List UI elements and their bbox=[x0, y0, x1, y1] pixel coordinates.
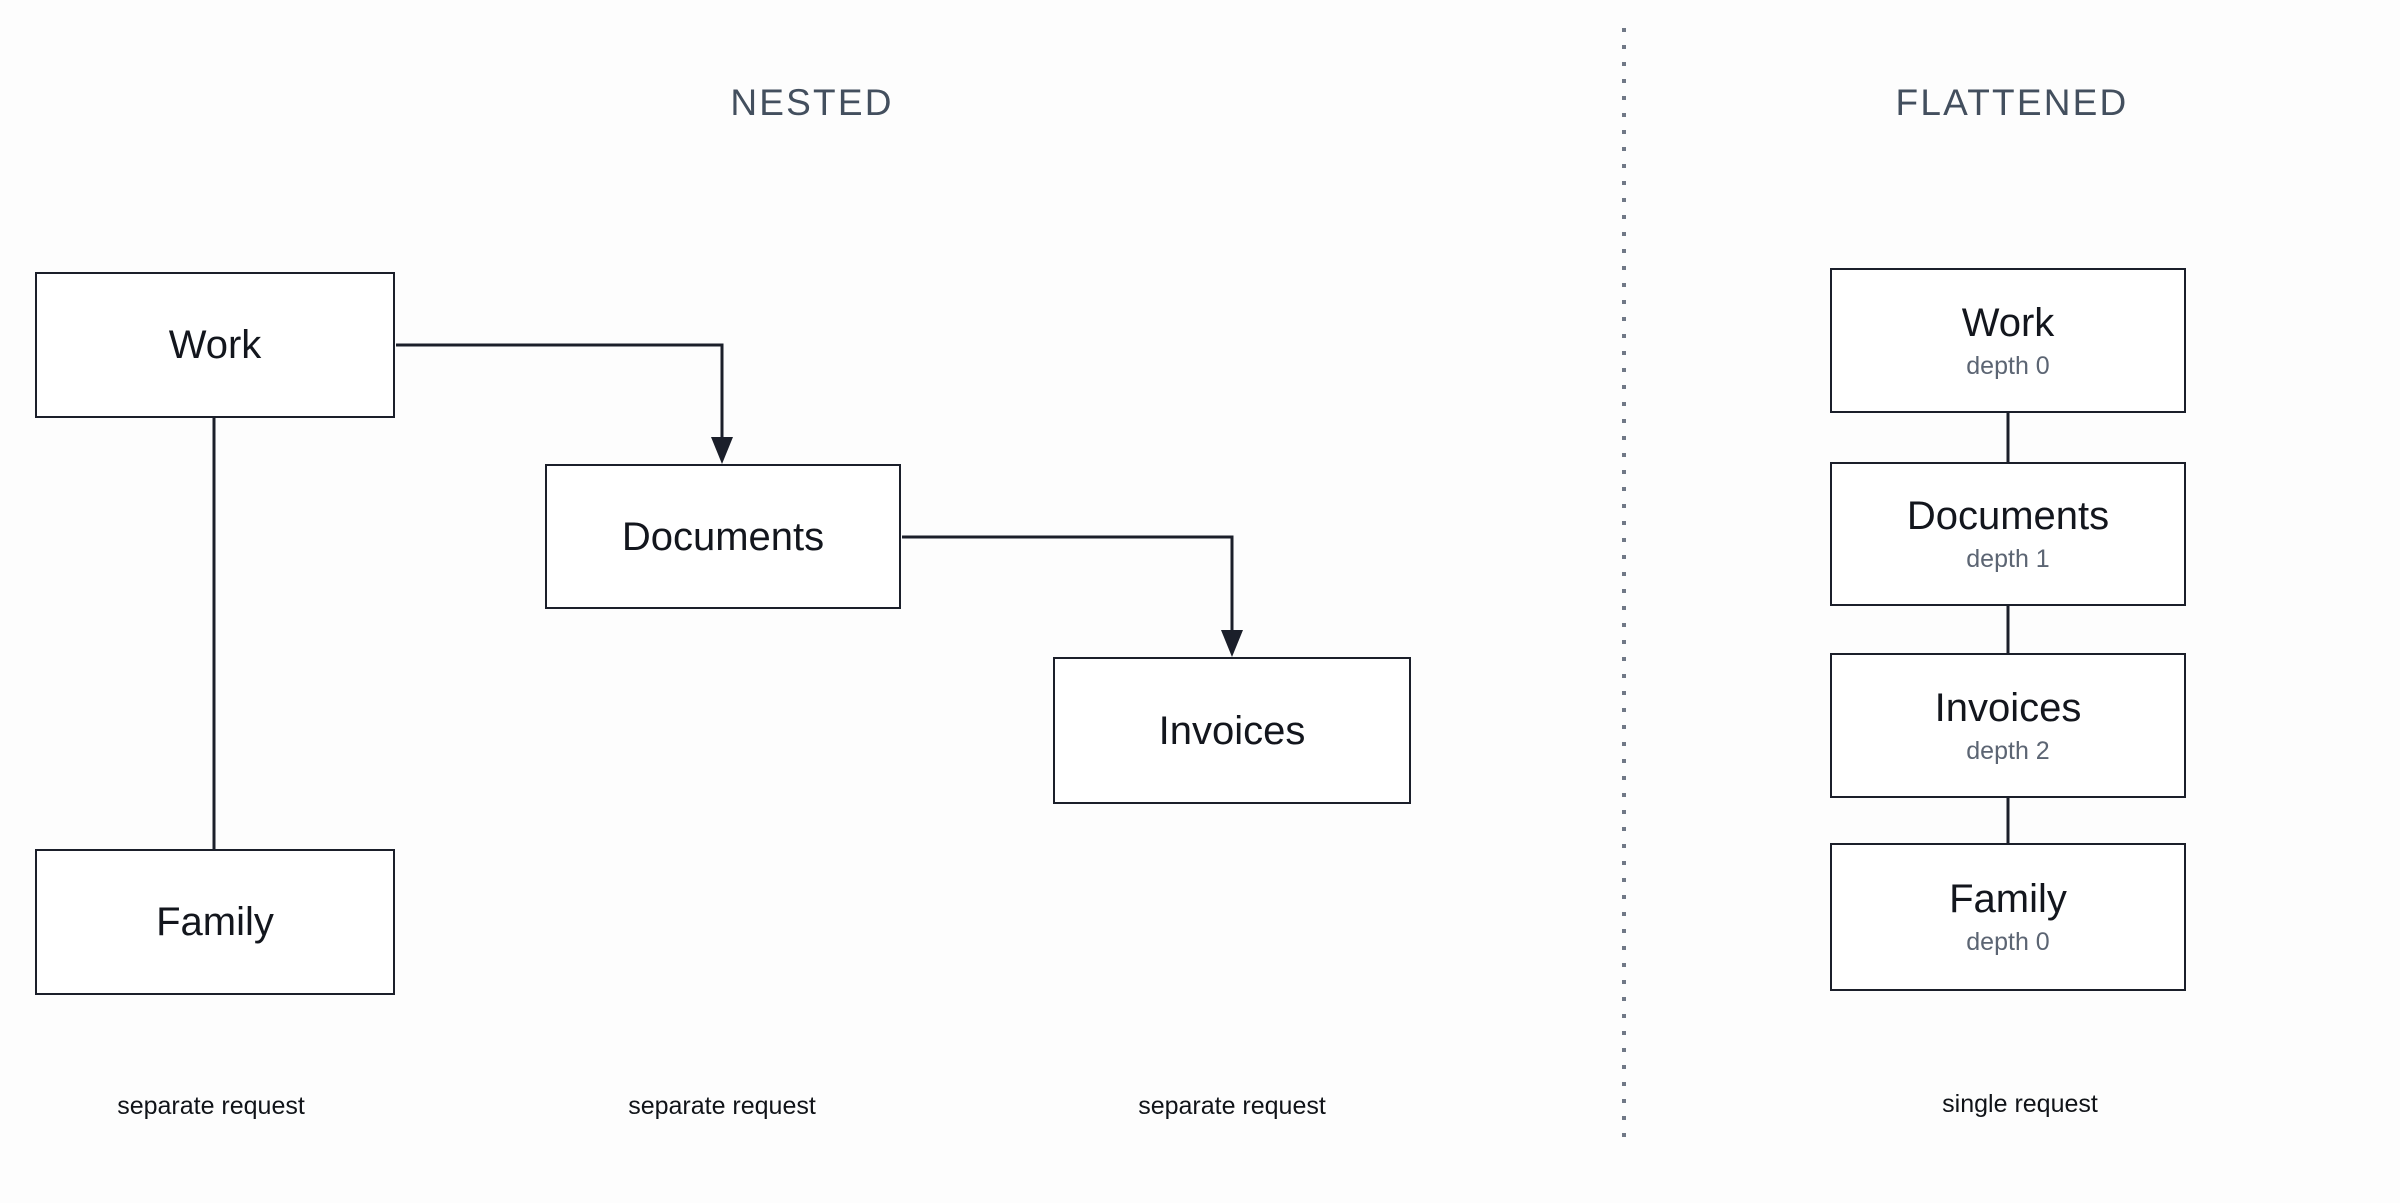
nested-section-title: NESTED bbox=[730, 82, 894, 123]
node-label: Family bbox=[1949, 877, 2067, 921]
caption-separate-request-work: separate request bbox=[117, 1092, 305, 1120]
node-depth-label: depth 0 bbox=[1966, 928, 2050, 956]
flattened-node-invoices[interactable]: Invoices depth 2 bbox=[1830, 653, 2186, 798]
node-label: Work bbox=[1961, 300, 2055, 345]
flattened-node-documents[interactable]: Documents depth 1 bbox=[1830, 462, 2186, 606]
caption-separate-request-invoices: separate request bbox=[1138, 1092, 1326, 1120]
flattened-section-title: FLATTENED bbox=[1895, 82, 2129, 123]
node-label: Documents bbox=[621, 514, 825, 559]
node-label: Invoices bbox=[1158, 708, 1306, 753]
flattened-node-family[interactable]: Family depth 0 bbox=[1830, 843, 2186, 991]
connector-work-to-documents bbox=[396, 343, 733, 464]
section-divider bbox=[1622, 28, 1626, 1146]
node-label: Family bbox=[156, 900, 274, 944]
node-label: Invoices bbox=[1934, 685, 2082, 730]
node-depth-label: depth 2 bbox=[1966, 736, 2050, 765]
nested-node-documents[interactable]: Documents bbox=[545, 464, 901, 609]
nested-node-family[interactable]: Family bbox=[35, 849, 395, 995]
node-depth-label: depth 0 bbox=[1966, 351, 2050, 380]
node-depth-label: depth 1 bbox=[1966, 545, 2050, 573]
caption-single-request: single request bbox=[1942, 1090, 2098, 1118]
connector-documents-to-invoices bbox=[902, 535, 1243, 657]
nested-node-invoices[interactable]: Invoices bbox=[1053, 657, 1411, 804]
node-label: Documents bbox=[1906, 494, 2110, 538]
flattened-node-work[interactable]: Work depth 0 bbox=[1830, 268, 2186, 413]
caption-separate-request-documents: separate request bbox=[628, 1092, 816, 1120]
node-label: Work bbox=[168, 323, 262, 367]
nested-node-work[interactable]: Work bbox=[35, 272, 395, 418]
